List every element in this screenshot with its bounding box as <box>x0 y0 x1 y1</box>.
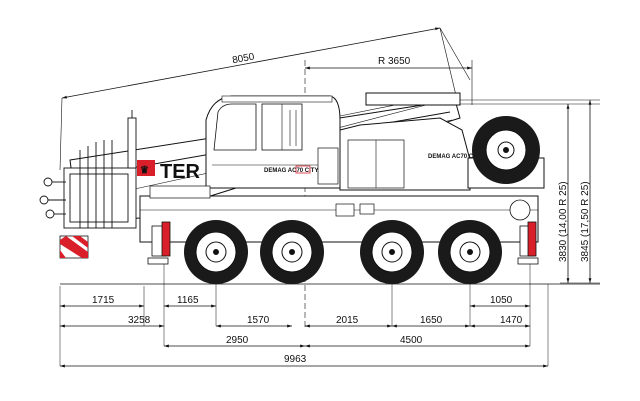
height-label-2: 3845 (17,50 R 25) <box>580 181 591 262</box>
dim-row1-c: 1050 <box>490 295 513 306</box>
dim-row1-a: 1715 <box>92 295 115 306</box>
operator-cab <box>205 95 341 189</box>
terex-logo: ♛ <box>137 160 155 176</box>
boom-length-label: 8050 <box>231 52 255 67</box>
wheel-3 <box>360 220 424 284</box>
wheel-2 <box>260 220 324 284</box>
dim-row2-d: 1650 <box>420 315 443 326</box>
brand-text: TER <box>160 161 201 183</box>
swing-radius-label: R 3650 <box>378 56 411 67</box>
dim-row2-e: 1470 <box>500 315 523 326</box>
cab-badge: DEMAG AC70 CITY <box>264 168 318 174</box>
front-warning-plate <box>59 235 89 259</box>
dim-total: 9963 <box>284 354 307 365</box>
dim-row3-a: 2950 <box>226 335 249 346</box>
dim-row3-b: 4500 <box>400 335 423 346</box>
svg-text:♛: ♛ <box>140 165 149 176</box>
wheel-1 <box>184 220 248 284</box>
boom-length-dimension <box>59 27 471 171</box>
boom-head <box>39 110 137 229</box>
height-label-1: 3830 (14,00 R 25) <box>558 181 569 262</box>
height-dimensions <box>458 99 600 284</box>
outriggers <box>147 221 539 265</box>
wheel-4 <box>438 220 502 284</box>
dim-row2-b: 1570 <box>247 315 270 326</box>
dim-row1-b: 1165 <box>177 295 199 306</box>
wheels <box>184 220 502 284</box>
dim-row2-c: 2015 <box>336 315 359 326</box>
dim-row2-a: 3258 <box>128 315 151 326</box>
spare-tire <box>472 116 540 184</box>
cab-badge-accent <box>295 165 311 174</box>
rear-badge: DEMAG AC70 CITY <box>428 154 482 160</box>
